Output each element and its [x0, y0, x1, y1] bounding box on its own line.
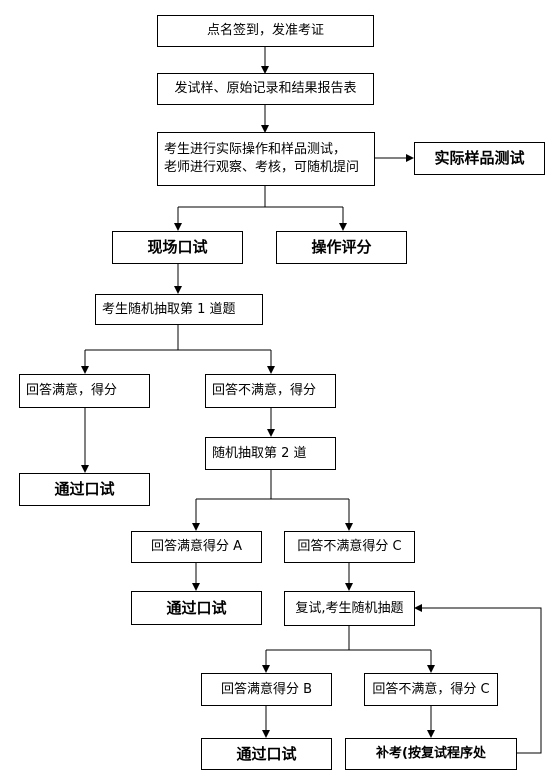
makeup-exam: 补考(按复试程序处	[345, 738, 517, 770]
question-2-unsatisfactory: 回答不满意得分 C	[284, 531, 415, 563]
question-1-draw: 考生随机抽取第 1 道题	[95, 294, 263, 325]
pass-oral-exam-3: 通过口试	[201, 738, 332, 770]
question-1-unsatisfactory: 回答不满意，得分	[205, 374, 336, 408]
question-3-satisfactory: 回答满意得分 B	[201, 673, 332, 706]
step-practical-test-line2: 老师进行观察、考核，可随机提问	[164, 160, 360, 175]
pass-oral-exam-1: 通过口试	[19, 473, 150, 506]
step-distribute-samples: 发试样、原始记录和结果报告表	[157, 73, 374, 105]
question-3-unsatisfactory: 回答不满意，得分 C	[364, 673, 498, 706]
step-sign-in: 点名签到，发准考证	[157, 15, 374, 47]
retest-random-question: 复试,考生随机抽题	[284, 591, 415, 626]
operation-score: 操作评分	[276, 231, 407, 264]
oral-exam: 现场口试	[112, 231, 243, 264]
question-2-satisfactory: 回答满意得分 A	[131, 531, 262, 563]
actual-sample-test: 实际样品测试	[414, 142, 545, 175]
pass-oral-exam-2: 通过口试	[131, 591, 262, 625]
question-2-draw: 随机抽取第 2 道	[205, 437, 336, 470]
arrow-makeup-loop-retest	[414, 604, 542, 754]
step-practical-test-line1: 考生进行实际操作和样品测试，	[164, 142, 347, 158]
step-practical-test: 考生进行实际操作和样品测试， 老师进行观察、考核，可随机提问	[157, 132, 375, 186]
question-1-satisfactory: 回答满意，得分	[19, 374, 150, 408]
